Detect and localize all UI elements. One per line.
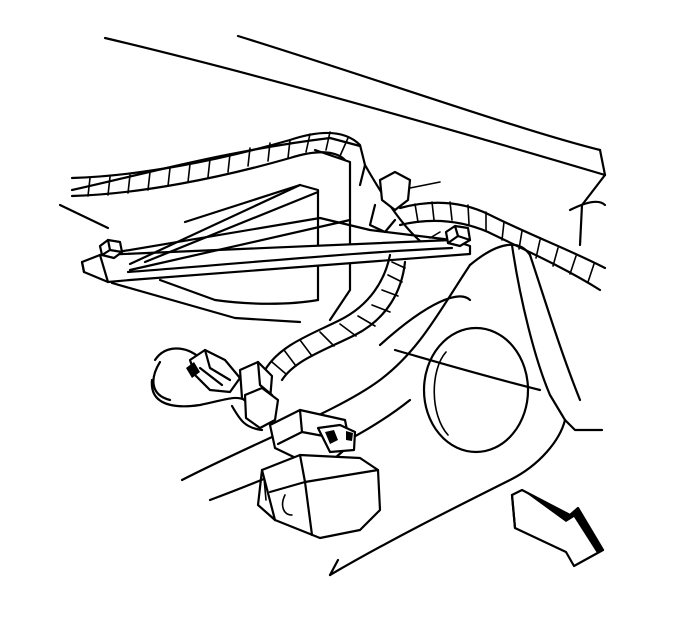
connector-pigtail	[150, 347, 280, 432]
inner-fender	[180, 243, 604, 577]
module	[256, 408, 382, 540]
wiring-harness	[70, 131, 607, 382]
direction-arrow	[510, 488, 605, 568]
cross-brace	[80, 183, 472, 284]
wheel-opening	[422, 326, 530, 454]
body-panel-upper	[58, 34, 607, 247]
bolt-right	[429, 224, 472, 248]
bolt-left	[98, 238, 124, 260]
harness-clip	[368, 170, 441, 234]
